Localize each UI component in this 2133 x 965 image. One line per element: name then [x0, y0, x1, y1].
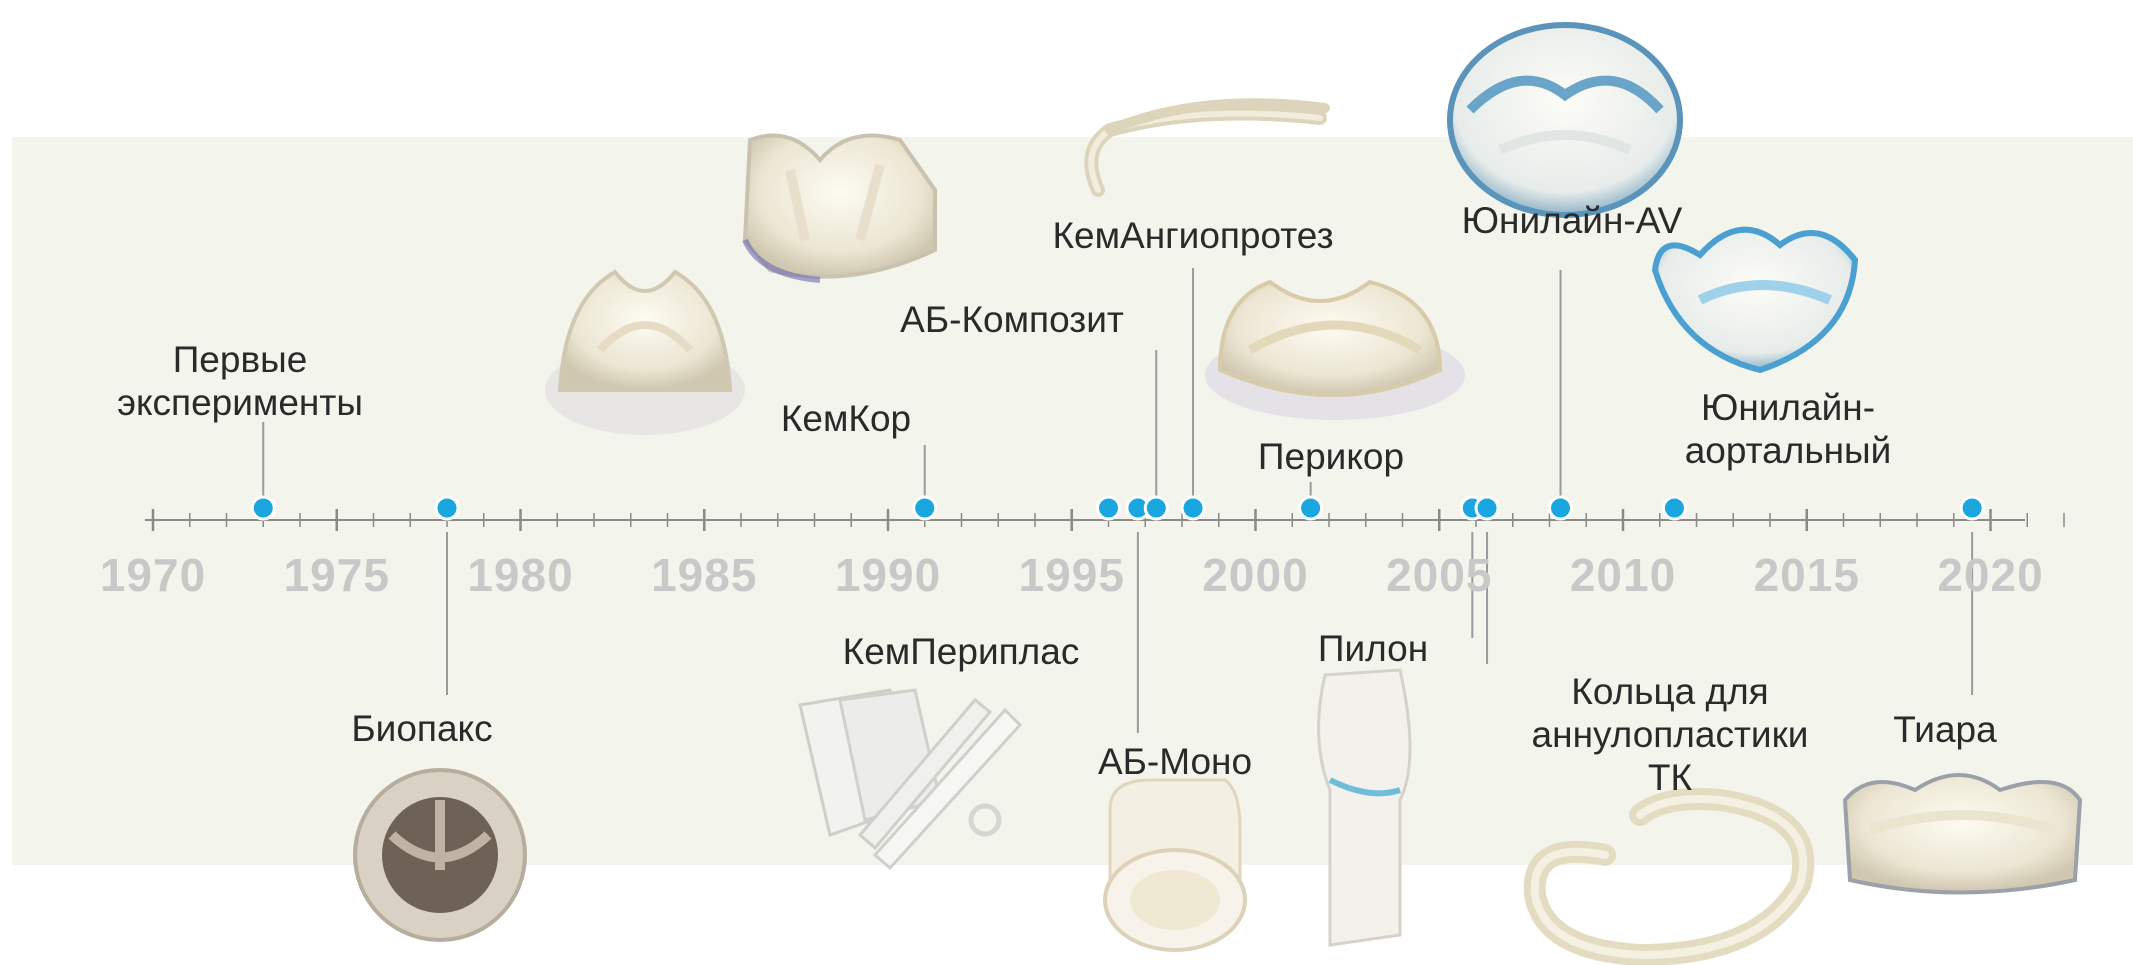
event-dot-kemangio [1182, 497, 1204, 519]
label-koltsa: Кольца для аннулопластики ТК [1532, 670, 1809, 799]
year-label: 2000 [1202, 548, 1308, 602]
unilain-aortic-valve-image [1655, 230, 1855, 370]
event-dot-kemperiplas [1098, 497, 1120, 519]
year-label: 1990 [835, 548, 941, 602]
label-ab-kompozit: АБ-Композит [900, 298, 1124, 341]
event-dot-perikor [1300, 497, 1322, 519]
year-label: 1985 [651, 548, 757, 602]
perikor-valve-image [1205, 282, 1465, 420]
year-label: 1975 [284, 548, 390, 602]
pylon-image [1319, 670, 1410, 945]
label-ab-mono: АБ-Моно [1098, 740, 1252, 783]
tiara-valve-image [1845, 775, 2080, 893]
year-label: 2005 [1386, 548, 1492, 602]
event-dot-kemkor [914, 497, 936, 519]
year-label: 2020 [1937, 548, 2043, 602]
annuloplasty-ring-image [1535, 799, 1804, 955]
biopaks-valve-image [355, 770, 525, 940]
year-label: 2015 [1754, 548, 1860, 602]
unilain-av-valve-image [1450, 25, 1680, 215]
kemkor-top-valve-image [745, 136, 935, 281]
event-dot-pervye [252, 497, 274, 519]
label-pervye: Первые эксперименты [117, 338, 363, 424]
year-label: 1970 [100, 548, 206, 602]
label-tiara: Тиара [1893, 708, 1996, 751]
label-kemangio: КемАнгиопротез [1052, 214, 1333, 257]
label-biopaks: Биопакс [351, 707, 492, 750]
kemperiplas-patch-image [800, 690, 1020, 868]
event-dot-tiara [1961, 497, 1983, 519]
label-kemperiplas: КемПериплас [843, 630, 1080, 673]
event-markers [252, 497, 1983, 519]
label-kemkor: КемКор [781, 397, 911, 440]
year-label: 1980 [467, 548, 573, 602]
label-pilon: Пилон [1318, 627, 1428, 670]
event-dot-koltsa [1476, 497, 1498, 519]
event-dot-unilain-aort [1663, 497, 1685, 519]
vascular-graft-image [1091, 103, 1325, 190]
event-dot-biopaks [436, 497, 458, 519]
year-label: 1995 [1019, 548, 1125, 602]
label-unilain-aort: Юнилайн- аортальный [1685, 386, 1892, 472]
label-perikor: Перикор [1258, 435, 1404, 478]
year-label: 2010 [1570, 548, 1676, 602]
label-unilain-av: Юнилайн-AV [1462, 199, 1683, 242]
event-dot-unilain-av [1550, 497, 1572, 519]
kemkor-valve-image [545, 272, 745, 435]
ab-mono-valve-image [1105, 780, 1245, 950]
event-dot-ab-kompozit [1145, 497, 1167, 519]
